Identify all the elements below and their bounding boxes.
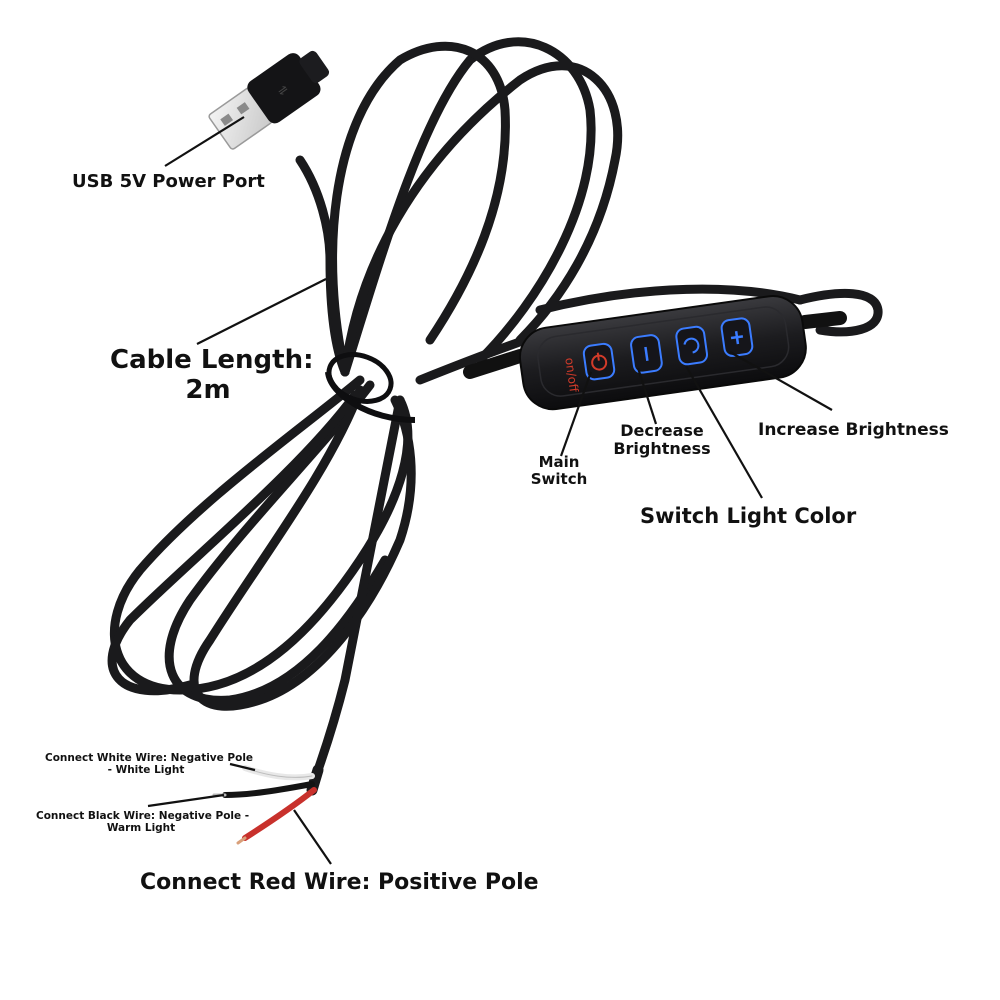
switch-color-button[interactable] xyxy=(675,325,709,366)
main-switch-line-2: Switch xyxy=(530,470,588,489)
cable-tie xyxy=(325,352,416,423)
pointer-switch-color xyxy=(685,365,763,499)
cable-segment xyxy=(795,288,883,337)
usb-housing xyxy=(247,53,321,124)
cable-segment xyxy=(109,375,413,695)
pointer-white-wire xyxy=(229,762,256,772)
black-wire-line-1: Connect Black Wire: Negative Pole - xyxy=(36,810,250,822)
power-text: on/off xyxy=(562,357,581,394)
cable-segment xyxy=(328,41,510,377)
wire-ends xyxy=(212,764,324,845)
red-wire-label: Connect Red Wire: Positive Pole xyxy=(140,870,539,895)
cable-segment xyxy=(535,284,805,315)
increase-brightness-label: Increase Brightness xyxy=(758,420,949,440)
black-wire-line-2: Warm Light xyxy=(106,822,176,835)
white-wire-label: Connect White Wire: Negative Pole - Whit… xyxy=(45,752,254,777)
cable-length-value: 2m xyxy=(185,374,231,405)
black-wire-label: Connect Black Wire: Negative Pole - Warm… xyxy=(36,810,250,835)
decrease-line-1: Decrease xyxy=(620,421,704,440)
cycle-icon xyxy=(683,337,700,354)
cable-segment xyxy=(340,61,623,377)
increase-brightness-button[interactable] xyxy=(720,317,754,357)
pointer-increase xyxy=(729,351,833,411)
black-wire xyxy=(222,781,315,798)
main-switch-label: Main Switch xyxy=(526,453,592,489)
red-wire xyxy=(242,787,317,841)
cable-length-title: Cable Length: xyxy=(110,345,314,375)
pointer-lines xyxy=(147,116,833,865)
pointer-main-switch xyxy=(559,371,593,457)
white-wire-line-1: Connect White Wire: Negative Pole xyxy=(45,752,254,764)
cable-length-label: Cable Length: 2m xyxy=(110,345,314,406)
pointer-decrease xyxy=(636,367,658,425)
cable-segment xyxy=(107,390,360,696)
main-switch-line-1: Main xyxy=(538,453,580,471)
strain-relief xyxy=(463,311,847,379)
sheath-end xyxy=(306,764,324,796)
cable-segment xyxy=(340,37,596,377)
usb-plug: ⇌ xyxy=(208,50,330,150)
white-wire-line-2: - White Light xyxy=(107,764,185,777)
cable-segment xyxy=(164,380,390,705)
cable-segment xyxy=(313,395,405,775)
pointer-usb xyxy=(164,116,245,167)
pointer-black-wire xyxy=(147,793,225,808)
cable-segment xyxy=(189,385,416,711)
usb-port-label: USB 5V Power Port xyxy=(72,171,265,192)
dimmer-controller: on/off xyxy=(518,295,807,411)
decrease-brightness-button[interactable] xyxy=(630,334,663,374)
power-button[interactable] xyxy=(582,342,616,381)
minus-icon xyxy=(644,346,649,362)
pointer-cable xyxy=(196,278,327,345)
decrease-brightness-label: Decrease Brightness xyxy=(608,421,716,459)
cable-loops xyxy=(107,37,883,775)
switch-light-color-label: Switch Light Color xyxy=(640,504,857,528)
pointer-red-wire xyxy=(293,809,332,865)
decrease-line-2: Brightness xyxy=(613,439,711,459)
